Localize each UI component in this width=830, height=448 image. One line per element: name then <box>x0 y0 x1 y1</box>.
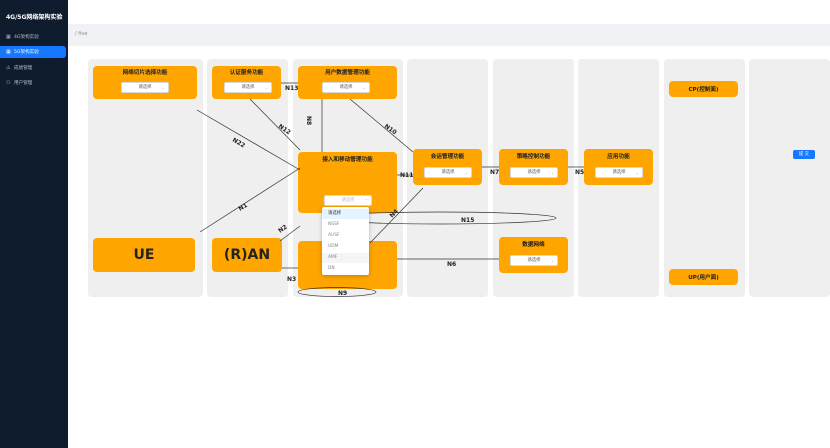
select-value: 请选择 <box>612 170 626 175</box>
breadcrumb-bar: / five <box>68 24 830 46</box>
lane <box>664 59 745 297</box>
submit-button[interactable]: 提 交 <box>793 150 815 159</box>
chevron-down-icon: ⌄ <box>635 170 639 175</box>
ausf-box: 认证服务功能 请选择 ⌄ <box>212 66 281 99</box>
sidebar-item-4g[interactable]: ▦4G架构实验 <box>0 31 68 43</box>
smf-box: 会话管理功能 请选择 ⌄ <box>413 149 482 185</box>
dropdown-option[interactable]: NSSF <box>328 222 340 227</box>
select-value: 请选择 <box>527 170 541 175</box>
select-value: 请选择 <box>527 258 541 263</box>
nf-select[interactable]: 请选择 ⌄ <box>510 255 558 266</box>
select-value: 请选择 <box>441 170 455 175</box>
box-title: 会话管理功能 <box>430 154 465 160</box>
interface-labels: N13 N12 N8 N10 N22 N11 N7 N5 N1 N2 N4 N1… <box>231 85 584 297</box>
select-value: 请选择 <box>339 85 353 90</box>
dropdown-option[interactable]: UDM <box>328 244 339 249</box>
sidebar-item-label: 4G架构实验 <box>14 35 39 40</box>
interface-label: N5 <box>575 169 584 176</box>
pcf-box: 策略控制功能 请选择 ⌄ <box>499 149 568 185</box>
box-title: UP(用户面) <box>688 275 719 281</box>
dropdown-option[interactable]: AMF <box>322 253 369 263</box>
nf-select[interactable]: 请选择 ⌄ <box>424 167 472 178</box>
box-title: UE <box>133 247 155 263</box>
interface-label: N8 <box>305 116 312 125</box>
nf-select-open[interactable]: 请选择 ⌃ <box>324 195 372 206</box>
sidebar-item-label: 用户管理 <box>14 81 33 86</box>
sidebar-item-grades[interactable]: ⚠成绩管理 <box>0 62 68 74</box>
select-value: 请选择 <box>241 85 255 90</box>
nf-select[interactable]: 请选择 ⌄ <box>121 82 169 93</box>
select-value: 请选择 <box>138 85 152 90</box>
chevron-down-icon: ⌄ <box>464 170 468 175</box>
dropdown-option[interactable]: DN <box>328 266 335 271</box>
dn-box: 数据网络 请选择 ⌄ <box>499 237 568 273</box>
af-box: 应用功能 请选择 ⌄ <box>584 149 653 185</box>
sidebar-item-label: 5G架构实验 <box>14 50 39 55</box>
box-title: 数据网络 <box>522 242 545 248</box>
chevron-down-icon: ⌄ <box>264 85 268 90</box>
box-title: CP(控制面) <box>688 87 719 93</box>
interface-label: N11 <box>400 172 413 179</box>
ue-box: UE <box>93 238 195 272</box>
cp-box: CP(控制面) <box>669 81 738 97</box>
users-icon: ⚇ <box>6 80 11 86</box>
sidebar-item-users[interactable]: ⚇用户管理 <box>0 77 68 89</box>
nf-dropdown-menu: 请选择 NSSF AUSF UDM AMF DN <box>322 207 369 275</box>
up-box: UP(用户面) <box>669 269 738 285</box>
grid-icon: ▦ <box>6 34 11 40</box>
udm-box: 用户数据管理功能 请选择 ⌄ <box>298 66 397 99</box>
interface-label: N13 <box>285 85 298 92</box>
amf-box: 接入和移动管理功能 请选择 ⌃ <box>298 152 397 213</box>
interface-label: N3 <box>287 276 296 283</box>
nf-select[interactable]: 请选择 ⌄ <box>595 167 643 178</box>
chevron-up-icon: ⌃ <box>364 198 368 203</box>
interface-label: N2 <box>277 224 289 235</box>
nf-select[interactable]: 请选择 ⌄ <box>510 167 558 178</box>
grid-icon: ▦ <box>6 49 11 55</box>
chevron-down-icon: ⌄ <box>161 85 165 90</box>
box-title: 策略控制功能 <box>516 154 551 160</box>
dropdown-option[interactable]: 请选择 <box>322 209 369 219</box>
box-title: (R)AN <box>223 247 271 263</box>
nf-select[interactable]: 请选择 ⌄ <box>322 82 370 93</box>
breadcrumb: / five <box>75 31 88 37</box>
ran-box: (R)AN <box>212 238 282 272</box>
sidebar-item-5g[interactable]: ▦5G架构实验 <box>0 46 66 58</box>
interface-label: N6 <box>447 261 456 268</box>
interface-label: N1 <box>237 202 249 213</box>
chevron-down-icon: ⌄ <box>550 170 554 175</box>
nssf-box: 网络切片选择功能 请选择 ⌄ <box>93 66 197 99</box>
interface-label: N10 <box>383 123 398 136</box>
interface-label: N7 <box>490 169 499 176</box>
chevron-down-icon: ⌄ <box>550 258 554 263</box>
box-title: 应用功能 <box>607 154 630 160</box>
select-value: 请选择 <box>341 198 355 203</box>
interface-label: N4 <box>388 208 399 219</box>
interface-label: N15 <box>461 217 474 224</box>
interface-label: N22 <box>231 137 246 150</box>
chevron-down-icon: ⌄ <box>362 85 366 90</box>
sidebar: 4G/5G网络架构实验 ▦4G架构实验 ▦5G架构实验 ⚠成绩管理 ⚇用户管理 <box>0 0 68 448</box>
app-title: 4G/5G网络架构实验 <box>6 14 63 21</box>
sidebar-item-label: 成绩管理 <box>14 66 33 71</box>
dropdown-option[interactable]: AUSF <box>328 233 340 238</box>
lane <box>749 59 830 297</box>
interface-label: N9 <box>338 290 347 297</box>
nf-select[interactable]: 请选择 ⌄ <box>224 82 272 93</box>
box-title: 接入和移动管理功能 <box>322 157 373 163</box>
box-title: 认证服务功能 <box>229 70 264 76</box>
box-title: 网络切片选择功能 <box>122 70 168 76</box>
warning-icon: ⚠ <box>6 65 11 71</box>
box-title: 用户数据管理功能 <box>325 70 370 76</box>
top-header <box>68 0 830 24</box>
